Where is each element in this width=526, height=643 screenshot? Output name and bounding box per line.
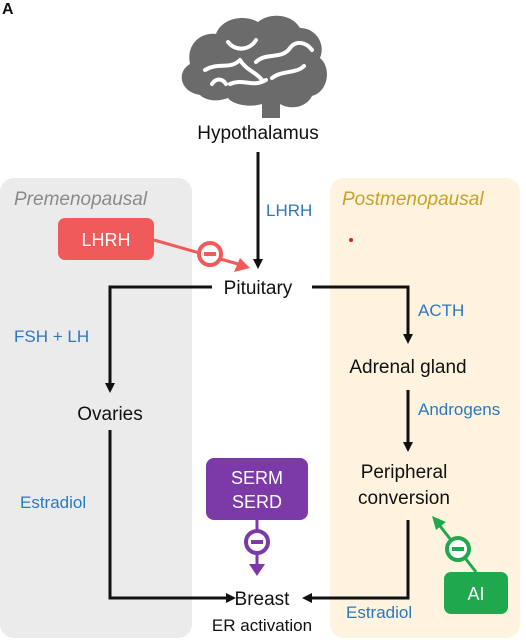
fsh-lh-label: FSH + LH	[14, 327, 89, 346]
androgens-label: Androgens	[418, 400, 500, 419]
er-activation-label: ER activation	[212, 616, 312, 635]
ovaries-node: Ovaries	[77, 404, 142, 425]
estradiol-left-label: Estradiol	[20, 493, 86, 512]
hypothalamus-node: Hypothalamus	[197, 123, 318, 144]
lhrh-hormone-label: LHRH	[266, 201, 312, 220]
marker-dot	[349, 238, 353, 242]
lhrh-drug-label: LHRH	[81, 230, 130, 250]
ai-drug-label: AI	[467, 584, 484, 604]
lhrh-inhibit-line	[153, 238, 239, 266]
postmenopausal-label: Postmenopausal	[342, 189, 484, 210]
panel-letter: A	[2, 1, 14, 18]
peripheral-node-line2: conversion	[358, 488, 450, 509]
estradiol-right-label: Estradiol	[346, 603, 412, 622]
brain-icon	[181, 15, 327, 118]
serm-serd-drug-box	[206, 458, 308, 520]
arrow-pituitary-to-adrenal	[312, 285, 413, 344]
premenopausal-region	[0, 178, 192, 638]
arrow-ovaries-to-breast	[108, 430, 236, 603]
arrow-peripheral-to-breast	[302, 520, 410, 603]
ai-inhibit-arrowhead	[432, 516, 446, 530]
adrenal-gland-node: Adrenal gland	[349, 357, 466, 378]
ai-drug-box	[444, 572, 508, 614]
lhrh-inhibit-arrowhead	[234, 258, 250, 272]
lhrh-drug-box	[58, 218, 154, 260]
serd-label: SERD	[232, 492, 282, 512]
peripheral-node-line1: Peripheral	[361, 462, 448, 483]
breast-node: Breast	[235, 589, 291, 610]
postmenopausal-region	[330, 178, 520, 638]
serm-label: SERM	[231, 468, 283, 488]
acth-label: ACTH	[418, 301, 464, 320]
pituitary-node: Pituitary	[224, 278, 293, 299]
arrow-pituitary-to-ovaries	[105, 285, 212, 393]
serm-inhibit-arrowhead	[249, 564, 265, 576]
premenopausal-label: Premenopausal	[14, 189, 148, 210]
